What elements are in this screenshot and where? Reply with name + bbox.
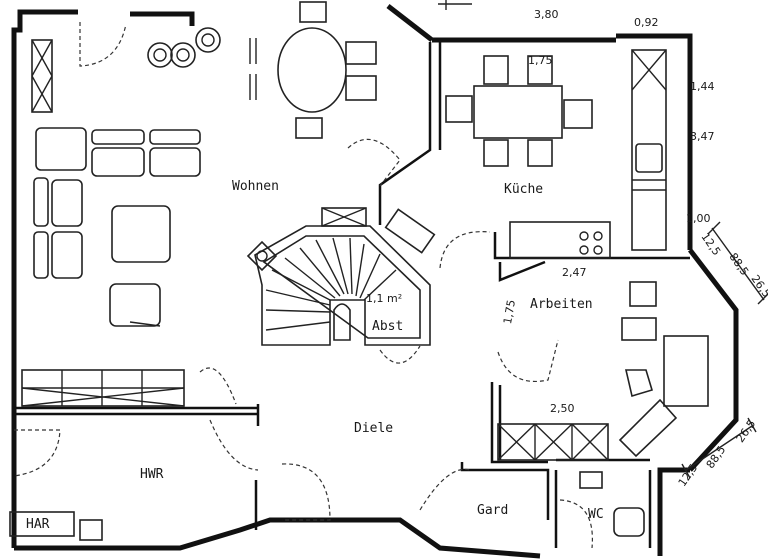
dining-furniture bbox=[147, 1, 377, 139]
room-label-diele: Diele bbox=[354, 421, 393, 436]
room-label-hwr: HWR bbox=[140, 467, 164, 482]
dimension-175-arb: 1,75 bbox=[501, 299, 518, 325]
dimension-100: 1,00 bbox=[686, 212, 711, 225]
room-label-har: HAR bbox=[26, 517, 50, 532]
room-label-gard: Gard bbox=[477, 503, 508, 518]
dimension-labels: 3,80 0,92 1,75 1,44 3,47 1,00 12,5 88,5 … bbox=[501, 8, 768, 489]
dimension-347: 3,47 bbox=[690, 130, 715, 143]
room-labels: Wohnen Küche Arbeiten Abst Diele HWR HAR… bbox=[26, 179, 604, 532]
dimension-092: 0,92 bbox=[634, 16, 659, 29]
room-label-arbeiten: Arbeiten bbox=[530, 297, 593, 312]
office-furniture bbox=[497, 281, 709, 461]
dimension-175-top: 1,75 bbox=[528, 54, 553, 67]
room-label-abst: Abst bbox=[372, 319, 403, 334]
dimension-247: 2,47 bbox=[562, 266, 587, 279]
dimension-380: 3,80 bbox=[534, 8, 559, 21]
living-furniture bbox=[21, 39, 201, 407]
room-label-wohnen: Wohnen bbox=[232, 179, 279, 194]
dimension-265-a: 26,5 bbox=[748, 272, 768, 300]
doors bbox=[13, 22, 593, 549]
wc-fixtures bbox=[579, 471, 645, 537]
outer-walls bbox=[11, 4, 739, 559]
utility-fixtures bbox=[9, 511, 103, 541]
staircase bbox=[246, 207, 431, 346]
dimension-144: 1,44 bbox=[690, 80, 715, 93]
dimension-885-a: 88,5 bbox=[726, 250, 751, 278]
room-label-kueche: Küche bbox=[504, 182, 543, 197]
dimension-250: 2,50 bbox=[550, 402, 575, 415]
kitchen-furniture bbox=[384, 49, 667, 259]
dimension-lines bbox=[438, 0, 768, 479]
stair-area-note: 1,1 m² bbox=[366, 292, 402, 305]
room-label-wc: WC bbox=[588, 507, 604, 522]
dimension-125-a: 12,5 bbox=[698, 230, 723, 258]
